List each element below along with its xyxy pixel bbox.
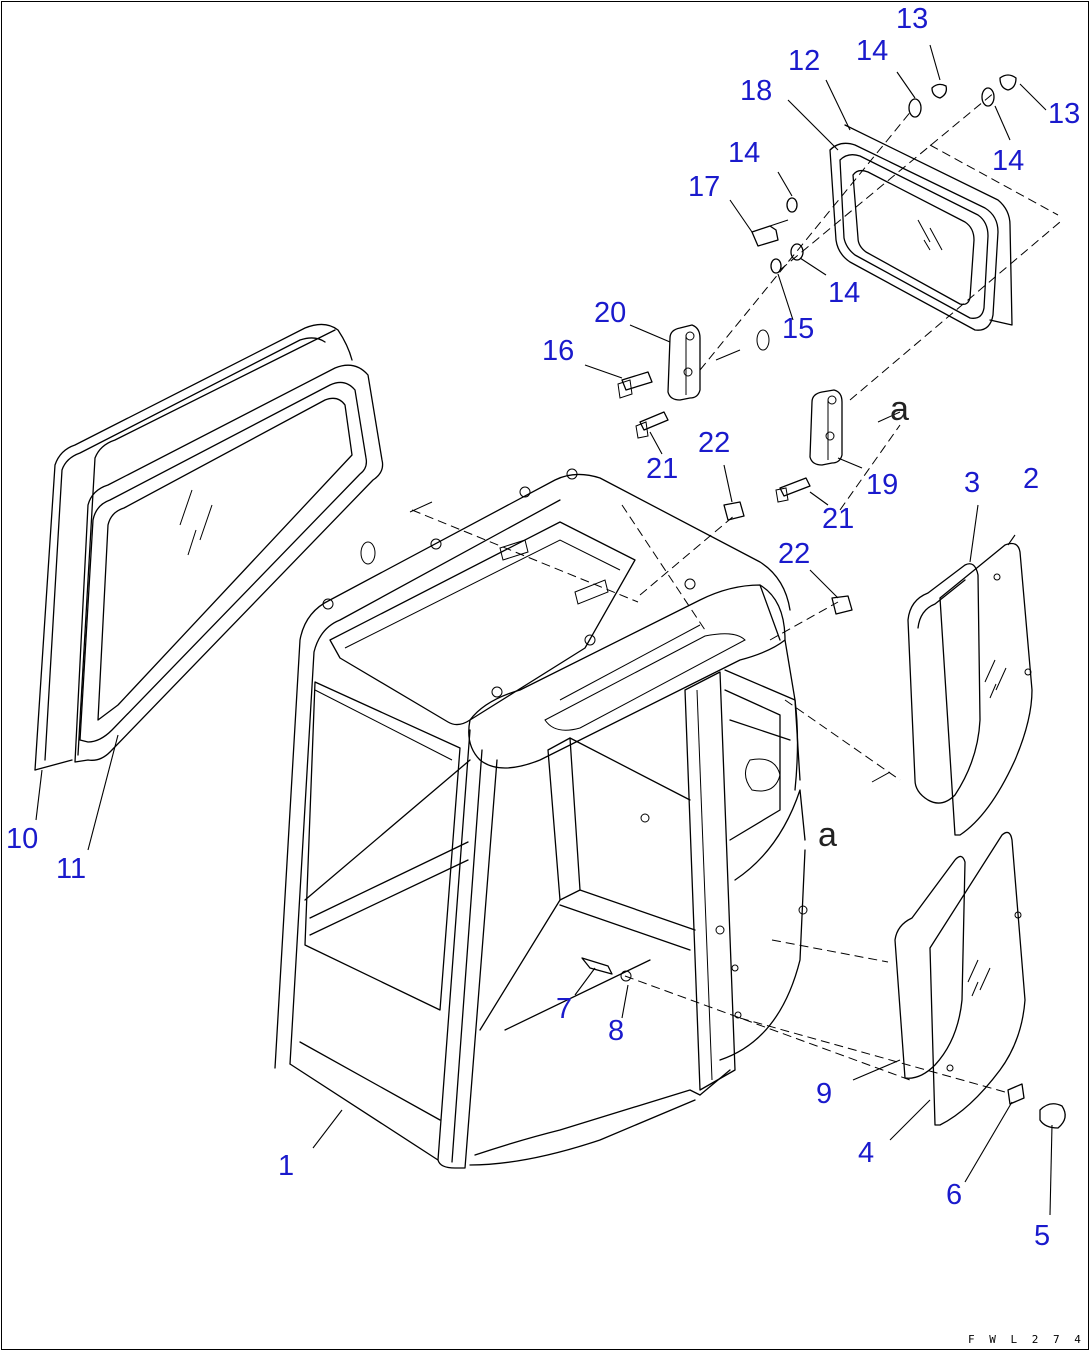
callout-13-top: 13 [896, 3, 928, 35]
callout-21-upper: 21 [646, 453, 678, 485]
fastener-hardware [360, 74, 1066, 1129]
detail-letter-a-lower: a [818, 816, 837, 854]
hinge-bracket-upper [667, 324, 701, 401]
detail-letter-a-upper: a [890, 390, 909, 428]
callout-leaders [35, 44, 1053, 1216]
left-glass-assembly [34, 323, 384, 771]
callout-5: 5 [1034, 1220, 1050, 1252]
callout-1: 1 [278, 1150, 294, 1182]
callout-21-lower: 21 [822, 503, 854, 535]
callout-2: 2 [1023, 463, 1039, 495]
drawing-code: F W L 2 7 4 8 [968, 1333, 1090, 1346]
hinge-bracket-lower [809, 389, 843, 466]
callout-13-right: 13 [1048, 98, 1080, 130]
callout-22-upper: 22 [698, 427, 730, 459]
callout-labels: 1 2 3 4 5 6 7 8 9 10 11 12 13 13 14 14 1… [6, 3, 1090, 1346]
callout-20: 20 [594, 297, 626, 329]
callout-15: 15 [782, 313, 814, 345]
callout-19: 19 [866, 469, 898, 501]
callout-12: 12 [788, 45, 820, 77]
callout-14-lower: 14 [828, 277, 860, 309]
callout-8: 8 [608, 1015, 624, 1047]
right-lower-glass [894, 831, 1026, 1126]
callout-14-left: 14 [728, 137, 760, 169]
callout-14-top: 14 [856, 35, 888, 67]
callout-10: 10 [6, 823, 38, 855]
callout-16: 16 [542, 335, 574, 367]
cab-frame [274, 468, 808, 1169]
right-upper-glass [907, 542, 1033, 836]
callout-7: 7 [556, 993, 572, 1025]
callout-14-right: 14 [992, 145, 1024, 177]
callout-11: 11 [56, 853, 86, 885]
callout-9: 9 [816, 1078, 832, 1110]
callout-3: 3 [964, 467, 980, 499]
assembly-guide-lines [411, 91, 1061, 1093]
callout-18: 18 [740, 75, 772, 107]
callout-17: 17 [688, 171, 720, 203]
callout-6: 6 [946, 1179, 962, 1211]
callout-22-lower: 22 [778, 538, 810, 570]
callout-4: 4 [858, 1137, 874, 1169]
